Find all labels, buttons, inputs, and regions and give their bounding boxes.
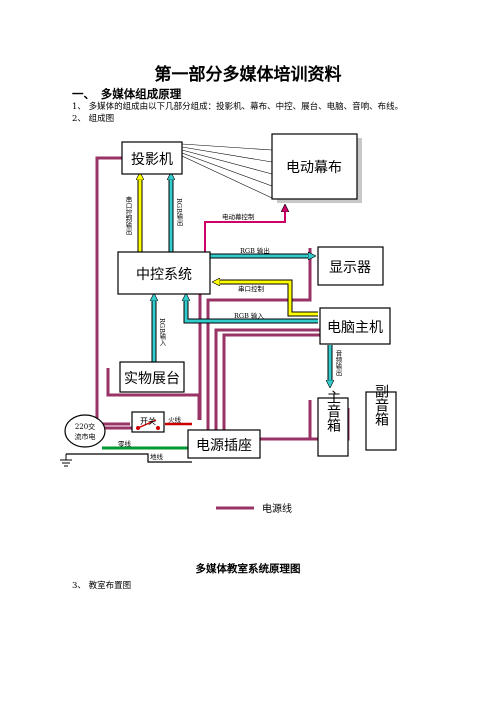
sub-speaker-box xyxy=(365,391,397,451)
main-speaker-box xyxy=(317,397,349,457)
list-item: 2、 组成图 xyxy=(72,114,115,124)
sub-speaker-label: 副音箱 xyxy=(373,384,389,426)
main-speaker-label: 主音箱 xyxy=(325,390,341,432)
ground-wire-label: 地线 xyxy=(150,452,164,461)
display-label: 显示器 xyxy=(329,260,371,276)
legend-label: 电源线 xyxy=(262,502,292,515)
document-title: 第一部分多媒体培训资料 xyxy=(154,65,342,85)
section-heading: 一、 多媒体组成原理 xyxy=(72,87,182,101)
visualizer-box xyxy=(119,361,185,393)
rgb-in-label: RGB 输入 xyxy=(234,311,264,320)
display-box xyxy=(317,246,384,286)
screen-control-label: 电动幕控制 xyxy=(222,212,255,221)
list-item: 3、 教室布置图 xyxy=(72,581,132,591)
screen-box xyxy=(271,133,358,200)
ac-power-label-1: 220交 xyxy=(75,422,95,431)
power-socket-label: 电源插座 xyxy=(196,438,252,454)
ground-wire xyxy=(66,453,192,463)
diagram-caption: 多媒体教室系统原理图 xyxy=(195,563,301,575)
ac-power-source xyxy=(64,414,106,448)
serial-out-label: 串口控制输出 xyxy=(124,196,132,237)
pc-label: 电脑主机 xyxy=(327,320,383,336)
projector-box xyxy=(121,141,183,175)
controller-label: 中控系统 xyxy=(136,267,192,283)
screen-label: 电动幕布 xyxy=(286,160,342,176)
serial-control-label: 串口控制 xyxy=(238,284,265,293)
neutral-wire-label: 零线 xyxy=(118,439,132,448)
serial-lines xyxy=(140,176,318,317)
rgb-out-label: RGB 输出 xyxy=(240,246,270,255)
switch-contact xyxy=(136,419,160,430)
ground-symbol xyxy=(60,454,72,467)
live-wire-label: 火线 xyxy=(168,415,182,424)
pc-box xyxy=(319,307,391,345)
list-item: 1、 多媒体的组成由以下几部分组成：投影机、幕布、中控、展台、电脑、音响、布线。 xyxy=(72,102,404,112)
switch-label: 开关 xyxy=(140,416,156,426)
controller-box xyxy=(117,251,211,295)
ac-power-label-2: 流市电 xyxy=(75,432,96,441)
audio-out-label: 音频输出 xyxy=(334,349,342,378)
visualizer-label: 实物展台 xyxy=(124,371,180,387)
projector-label: 投影机 xyxy=(131,152,173,168)
screen-control-line xyxy=(204,208,285,252)
rgb-in-vertical-label: RGB输入 xyxy=(158,318,166,346)
video-lines xyxy=(154,176,330,384)
projection-lines xyxy=(181,143,273,199)
power-socket-box xyxy=(187,429,261,459)
rgb-out-vertical-label: RGB输出 xyxy=(175,198,183,227)
